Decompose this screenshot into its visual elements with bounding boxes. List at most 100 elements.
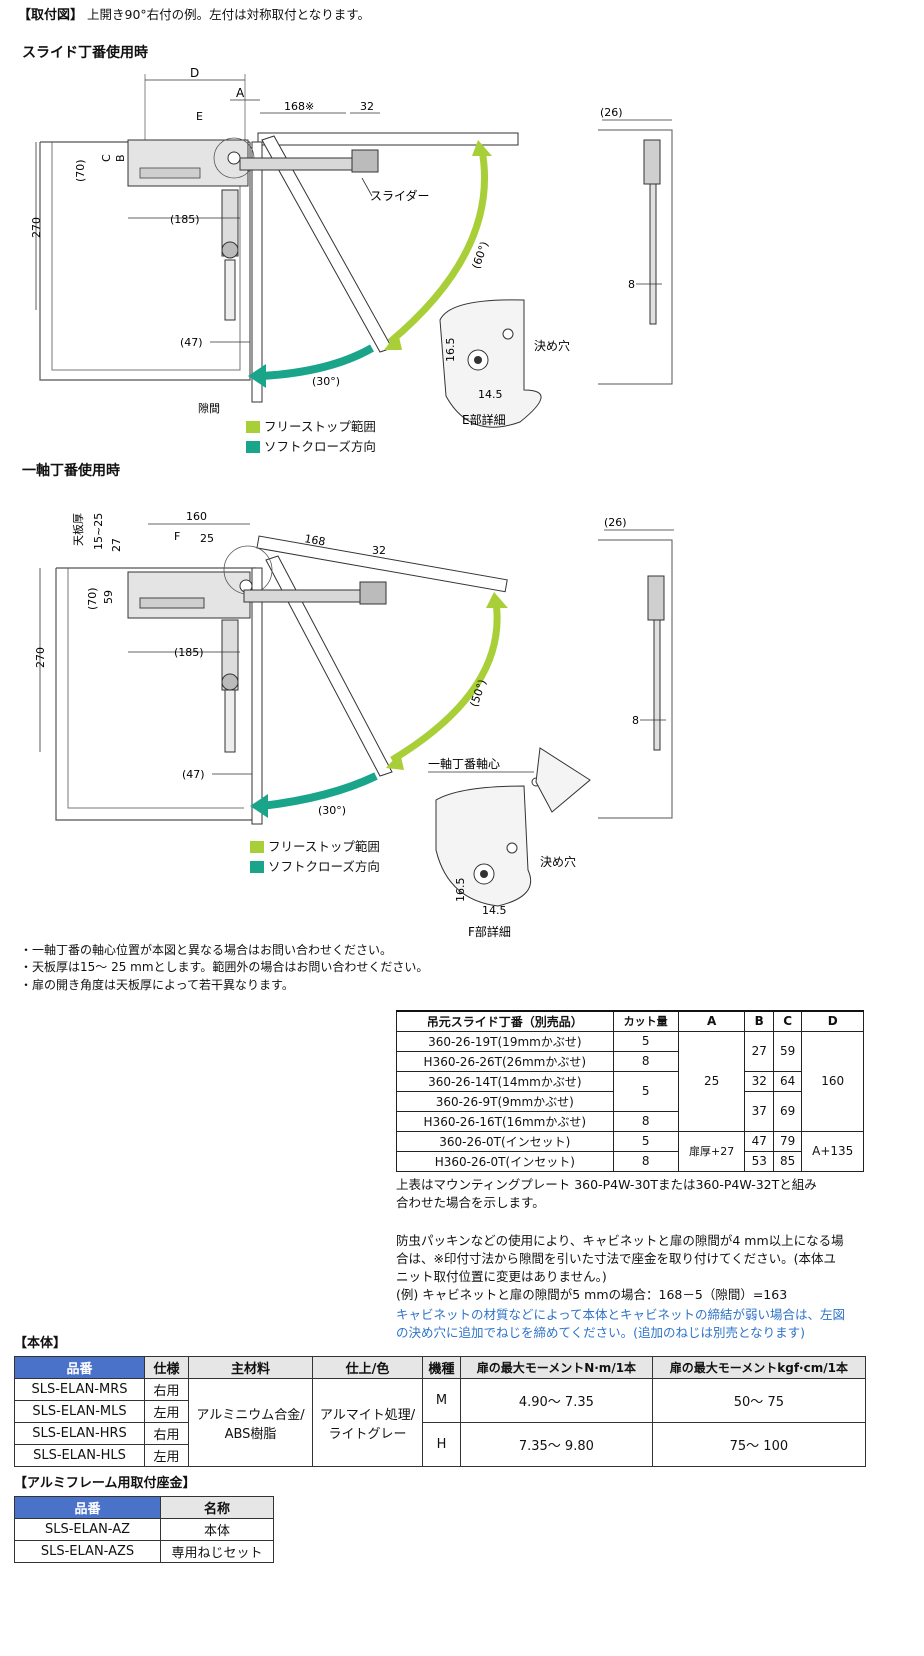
- dim-47: (47): [180, 336, 203, 349]
- note-line: ・一軸丁番の軸心位置が本図と異なる場合はお問い合わせください。: [20, 943, 393, 957]
- hinge-b: 47: [744, 1130, 774, 1152]
- dim-b: B: [114, 154, 127, 162]
- label-e: E: [196, 110, 203, 123]
- para-line: ニット取付位置に変更はありません。): [396, 1269, 607, 1285]
- body-part: SLS-ELAN-MRS: [14, 1378, 145, 1401]
- frame-table: 品番 名称 SLS-ELAN-AZ 本体 SLS-ELAN-AZS 専用ねじセッ…: [14, 1496, 274, 1563]
- body-col-finish: 仕上/色: [312, 1356, 423, 1379]
- detail-e-view: [439, 299, 542, 428]
- hinge-c: 64: [772, 1070, 803, 1092]
- body-part: SLS-ELAN-HRS: [14, 1422, 145, 1445]
- dim-185-2: (185): [174, 646, 204, 659]
- detail-f-view: [435, 785, 532, 907]
- dim-26-2: (26): [604, 516, 627, 529]
- hinge-c: 59: [772, 1030, 803, 1072]
- hinge-arm: [239, 157, 361, 171]
- dim-185: (185): [170, 213, 200, 226]
- dim-70: (70): [74, 159, 87, 182]
- hinge-col-cut: カット量: [612, 1010, 679, 1032]
- body-col-moment-kgf: 扉の最大モーメントkgf·cm/1本: [651, 1356, 867, 1379]
- dim-160: 160: [186, 510, 207, 523]
- detail-e-caption: E部詳細: [462, 412, 506, 427]
- frame-part: SLS-ELAN-AZ: [14, 1518, 161, 1541]
- body-material-line: ABS樹脂: [224, 1426, 277, 1442]
- frame-name: 専用ねじセット: [160, 1540, 274, 1563]
- legend-soft-close-label-2: ソフトクローズ方向: [268, 859, 380, 874]
- legend-soft-close-1: ソフトクローズ方向: [246, 438, 376, 456]
- swatch-soft-close: [246, 441, 260, 454]
- legend-soft-close-2: ソフトクローズ方向: [250, 858, 380, 876]
- body-moment-nm: 7.35～ 9.80: [460, 1422, 653, 1467]
- free-stop-arc-2: [390, 601, 501, 763]
- dim-a: A: [236, 86, 245, 100]
- dim-16-5-e: 16.5: [444, 338, 457, 363]
- hinge-a: 25: [677, 1030, 746, 1132]
- mechanism-body-2: [127, 571, 251, 619]
- mounting-header: 【取付図】 上開き90°右付の例。左付は対称取付となります。: [18, 6, 370, 26]
- hinge-col-a: A: [677, 1010, 746, 1032]
- hinge-cut: 8: [612, 1150, 679, 1172]
- hinge-d: A+135: [801, 1130, 864, 1172]
- label-hole-e: 決め穴: [534, 338, 570, 353]
- angle-50: (50°): [468, 678, 490, 709]
- cabinet-inner: [51, 142, 241, 371]
- label-gap: 隙間: [198, 401, 220, 415]
- hinge-b: 53: [744, 1150, 774, 1172]
- dim-270: 270: [30, 217, 43, 238]
- para-line: 合は、※印付寸法から隙間を引いた寸法で座金を取り付けてください。(本体ユ: [396, 1251, 836, 1267]
- dim-14-5-e: 14.5: [478, 388, 503, 401]
- free-stop-arc: [387, 149, 488, 345]
- dim-25: 25: [200, 532, 214, 545]
- single-axis-diagram: 天板厚 15~25 27 59 (70) 160 25 F 168 32 (18…: [34, 510, 674, 939]
- legend-free-stop-label-2: フリーストップ範囲: [268, 839, 380, 854]
- frame-part: SLS-ELAN-AZS: [14, 1540, 161, 1563]
- hinge-b: 37: [744, 1090, 774, 1132]
- body-spec: 右用: [144, 1422, 189, 1445]
- hinge-a: 扉厚+27: [677, 1130, 746, 1172]
- hinge-cut: 8: [612, 1110, 679, 1132]
- body-col-model: 機種: [422, 1356, 461, 1379]
- para-line: 防虫パッキンなどの使用により、キャビネットと扉の隙間が4 mm以上になる場: [396, 1233, 844, 1248]
- body-moment-kgf: 50～ 75: [651, 1378, 867, 1423]
- para-line: 上表はマウンティングプレート 360-P4W-30Tまたは360-P4W-32T…: [396, 1177, 817, 1192]
- dim-26: (26): [600, 106, 623, 119]
- hinge-b: 27: [744, 1030, 774, 1072]
- hinge-model: 360-26-0T(インセット): [396, 1130, 614, 1152]
- door-diagonal-2: [265, 555, 393, 777]
- hinge-cut: 8: [612, 1050, 679, 1072]
- hinge-model: 360-26-9T(9mmかぶせ): [396, 1090, 614, 1112]
- hinge-model: 360-26-19T(19mmかぶせ): [396, 1030, 614, 1052]
- para-line: (例) キャビネットと扉の隙間が5 mmの場合：168－5（隙間）=163: [396, 1287, 788, 1303]
- frame-col-name: 名称: [160, 1496, 274, 1519]
- dim-c: C: [100, 154, 113, 162]
- para-mounting-plate: 上表はマウンティングプレート 360-P4W-30Tまたは360-P4W-32T…: [396, 1176, 817, 1212]
- hinge-cut: 5: [612, 1030, 679, 1052]
- slide-hinge-diagram: D A 168※ 32 E C B (70) (185) 270 (47) スラ…: [30, 66, 673, 428]
- body-col-part: 品番: [14, 1356, 145, 1379]
- hinge-model: 360-26-14T(14mmかぶせ): [396, 1070, 614, 1092]
- body-spec: 右用: [144, 1378, 189, 1401]
- dim-27: 27: [110, 538, 123, 552]
- side-view-unit: [643, 139, 661, 185]
- body-table: 品番 仕様 主材料 仕上/色 機種 扉の最大モーメントN·m/1本 扉の最大モー…: [14, 1356, 867, 1467]
- section-slide-hinge-title: スライド丁番使用時: [22, 45, 148, 61]
- side-view-cabinet-2: [598, 539, 673, 819]
- para-screw-note: キャビネットの材質などによって本体とキャビネットの締結が弱い場合は、左図 の決め…: [396, 1306, 845, 1342]
- hinge-col-d: D: [801, 1010, 864, 1032]
- hinge-table: 吊元スライド丁番（別売品） カット量 A B C D 360-26-19T(19…: [396, 1010, 864, 1172]
- body-col-spec: 仕様: [144, 1356, 189, 1379]
- swatch-free-stop-2: [250, 841, 264, 854]
- para-gap-note: 防虫パッキンなどの使用により、キャビネットと扉の隙間が4 mm以上になる場 合は…: [396, 1232, 844, 1305]
- dim-14-5-f: 14.5: [482, 904, 507, 917]
- para-line: キャビネットの材質などによって本体とキャビネットの締結が弱い場合は、左図: [396, 1307, 846, 1322]
- hinge-c: 69: [772, 1090, 803, 1132]
- para-line: の決め穴に追加でねじを締めてください。(追加のねじは別売となります): [396, 1325, 806, 1341]
- frame-title: 【アルミフレーム用取付座金】: [14, 1476, 196, 1491]
- dim-32-2: 32: [372, 544, 386, 557]
- legend-free-stop-label: フリーストップ範囲: [264, 419, 376, 434]
- swatch-free-stop: [246, 421, 260, 434]
- dim-59: 59: [102, 590, 115, 604]
- hinge-c: 85: [772, 1150, 803, 1172]
- body-model: M: [422, 1378, 461, 1423]
- legend-soft-close-label: ソフトクローズ方向: [264, 439, 376, 454]
